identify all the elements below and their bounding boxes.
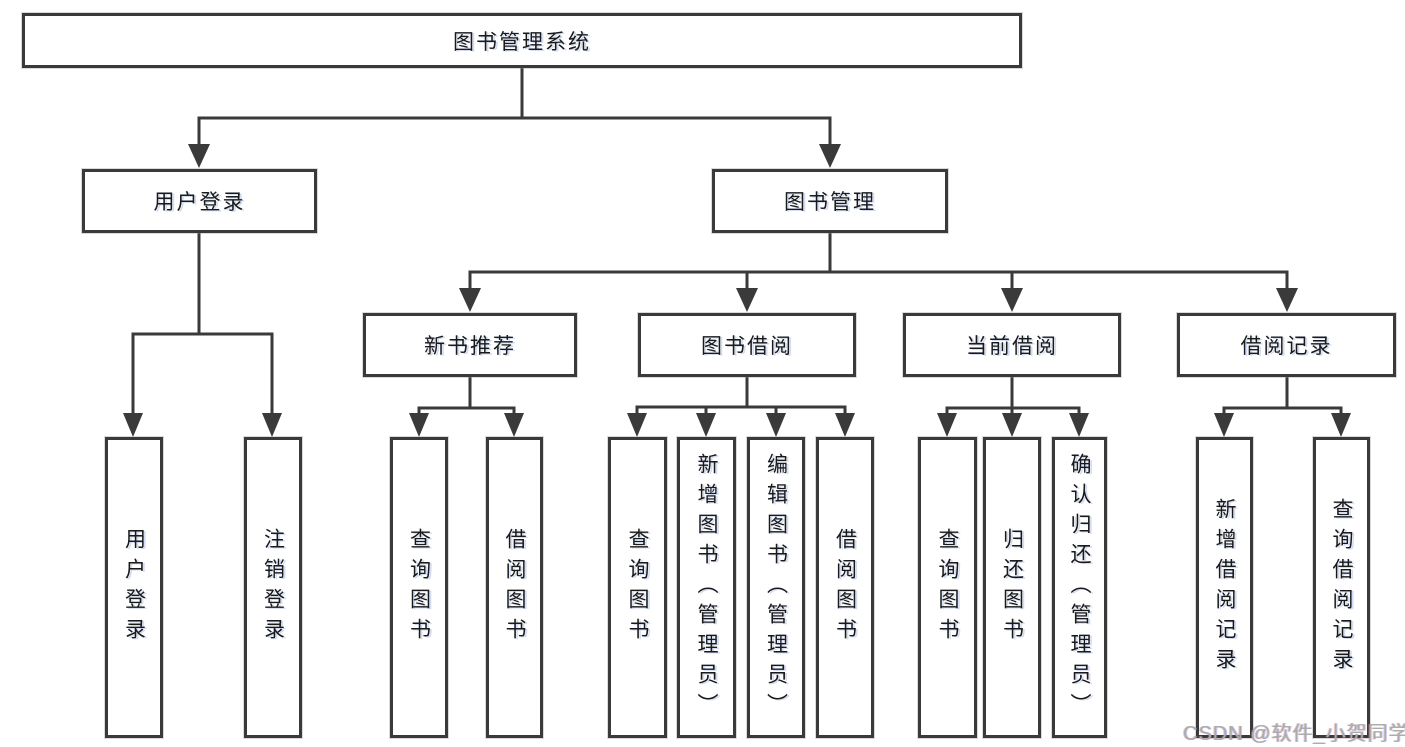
node-user-login: 用户登录 — [82, 169, 317, 233]
leaf-user-login-label: 用户登录 — [122, 527, 146, 648]
leaf-borrow-add-book-admin: 新增图书（管理员） — [677, 437, 736, 738]
node-new-book-recommend: 新书推荐 — [363, 313, 577, 377]
leaf-logout-label: 注销登录 — [261, 527, 285, 648]
node-book-borrowing-label: 图书借阅 — [701, 335, 793, 358]
leaf-borrow-query-books: 查询图书 — [608, 437, 667, 738]
node-borrowing-records-label: 借阅记录 — [1240, 335, 1333, 358]
leaf-recommend-borrow-books-label: 借阅图书 — [503, 527, 526, 648]
node-book-borrowing: 图书借阅 — [638, 313, 856, 377]
leaf-current-return-books: 归还图书 — [983, 437, 1041, 738]
leaf-current-confirm-return-admin: 确认归还（管理员） — [1052, 437, 1107, 738]
leaf-records-query-record-label: 查询借阅记录 — [1330, 497, 1353, 678]
leaf-records-add-record: 新增借阅记录 — [1196, 437, 1253, 738]
leaf-borrow-borrow-books-label: 借阅图书 — [833, 527, 857, 648]
leaf-logout: 注销登录 — [244, 437, 302, 738]
leaf-current-confirm-return-admin-label: 确认归还（管理员） — [1068, 452, 1091, 723]
node-current-borrowing: 当前借阅 — [903, 313, 1121, 377]
node-root-label: 图书管理系统 — [453, 30, 591, 54]
csdn-watermark: CSDN @软件_小贺同学 — [1183, 723, 1405, 745]
leaf-recommend-query-books-label: 查询图书 — [407, 527, 431, 648]
leaf-borrow-borrow-books: 借阅图书 — [816, 437, 874, 738]
leaf-current-return-books-label: 归还图书 — [1000, 527, 1024, 648]
leaf-borrow-query-books-label: 查询图书 — [626, 527, 649, 648]
node-borrowing-records: 借阅记录 — [1177, 313, 1396, 377]
leaf-user-login: 用户登录 — [105, 437, 163, 738]
leaf-borrow-edit-book-admin-label: 编辑图书（管理员） — [764, 452, 788, 723]
node-book-management: 图书管理 — [712, 169, 948, 233]
node-new-book-recommend-label: 新书推荐 — [424, 335, 516, 358]
node-user-login-label: 用户登录 — [153, 191, 246, 214]
node-book-management-label: 图书管理 — [784, 191, 876, 214]
leaf-records-query-record: 查询借阅记录 — [1313, 437, 1370, 738]
leaf-current-query-books: 查询图书 — [918, 437, 977, 738]
node-current-borrowing-label: 当前借阅 — [966, 335, 1058, 358]
leaf-recommend-borrow-books: 借阅图书 — [486, 437, 543, 738]
leaf-borrow-add-book-admin-label: 新增图书（管理员） — [695, 452, 718, 723]
node-root: 图书管理系统 — [22, 13, 1022, 68]
leaf-records-add-record-label: 新增借阅记录 — [1213, 497, 1236, 678]
leaf-current-query-books-label: 查询图书 — [936, 527, 959, 648]
leaf-recommend-query-books: 查询图书 — [390, 437, 448, 738]
leaf-borrow-edit-book-admin: 编辑图书（管理员） — [747, 437, 805, 738]
